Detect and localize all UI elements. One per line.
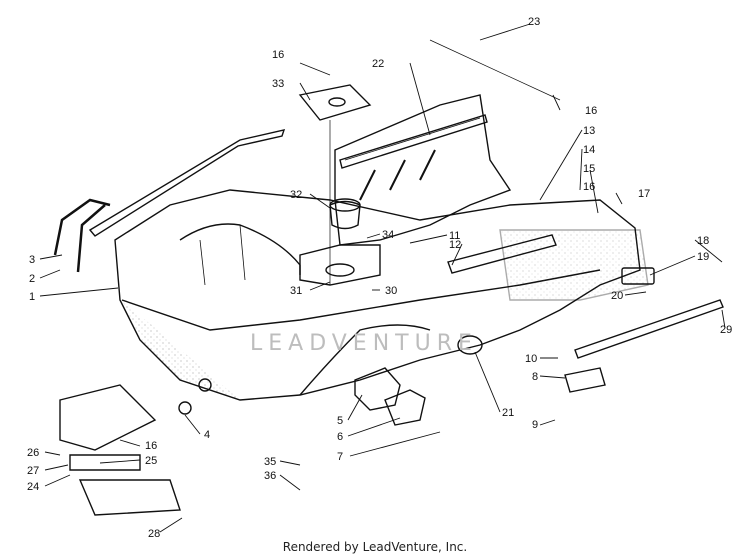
skid-lower xyxy=(78,479,181,516)
grommet xyxy=(457,335,483,355)
callout-label: 9 xyxy=(532,419,538,431)
handle xyxy=(53,198,111,256)
center-plate xyxy=(299,244,381,286)
tail-light xyxy=(621,267,655,285)
footer-credit: Rendered by LeadVenture, Inc. xyxy=(282,540,468,554)
callout-label: 35 xyxy=(264,456,276,468)
callout-label: 30 xyxy=(385,285,397,297)
callout-label: 14 xyxy=(583,144,595,156)
callout-label: 3 xyxy=(29,254,35,266)
callout-label: 36 xyxy=(264,470,276,482)
support-bracket xyxy=(447,234,557,274)
plug xyxy=(178,401,192,415)
latch xyxy=(564,367,606,393)
skid-bracket xyxy=(69,454,141,471)
side-panel xyxy=(499,229,649,301)
callout-label: 21 xyxy=(502,407,514,419)
callout-label: 16 xyxy=(145,440,157,452)
callout-label: 25 xyxy=(145,455,157,467)
callout-label: 33 xyxy=(272,78,284,90)
callout-label: 17 xyxy=(638,188,650,200)
callout-label: 28 xyxy=(148,528,160,540)
callout-label: 10 xyxy=(525,353,537,365)
callout-label: 1 xyxy=(29,291,35,303)
callout-label: 23 xyxy=(528,16,540,28)
callout-label: 6 xyxy=(337,431,343,443)
callout-label: 16 xyxy=(272,49,284,61)
callout-label: 12 xyxy=(449,239,461,251)
callout-label: 31 xyxy=(290,285,302,297)
callout-label: 18 xyxy=(697,235,709,247)
skid-plate xyxy=(59,384,157,451)
trim-rail xyxy=(88,129,286,237)
callout-label: 11 xyxy=(449,230,460,242)
callout-label: 2 xyxy=(29,273,35,285)
callout-label: 20 xyxy=(611,290,623,302)
callout-label: 4 xyxy=(204,429,210,441)
belly-pan-drawing xyxy=(53,84,724,516)
leader-lines xyxy=(39,23,726,533)
callout-label: 16 xyxy=(583,181,595,193)
callout-label: 32 xyxy=(290,189,302,201)
callout-label: 27 xyxy=(27,465,39,477)
watermark: LEADVENTURE xyxy=(250,331,478,356)
callout-label: 15 xyxy=(583,163,595,175)
callout-label: 34 xyxy=(382,229,394,241)
trim-strip xyxy=(339,114,488,169)
callout-label: 7 xyxy=(337,451,343,463)
callout-label: 8 xyxy=(532,371,538,383)
callout-label: 13 xyxy=(583,125,595,137)
callout-label: 26 xyxy=(27,447,39,459)
rail xyxy=(574,299,724,359)
callout-label: 24 xyxy=(27,481,39,493)
filler-neck xyxy=(329,200,361,230)
callout-label: 22 xyxy=(372,58,384,70)
callout-label: 19 xyxy=(697,251,709,263)
console-pan xyxy=(334,94,512,246)
callout-label: 16 xyxy=(585,105,597,117)
duct xyxy=(354,367,401,411)
mount-plate xyxy=(298,84,372,121)
callout-labels: 1 2 3 4 5 6 7 8 9 10 11 12 13 14 15 16 1… xyxy=(27,16,732,540)
callout-label: 29 xyxy=(720,324,732,336)
duct-ring xyxy=(384,389,426,426)
callout-label: 5 xyxy=(337,415,343,427)
